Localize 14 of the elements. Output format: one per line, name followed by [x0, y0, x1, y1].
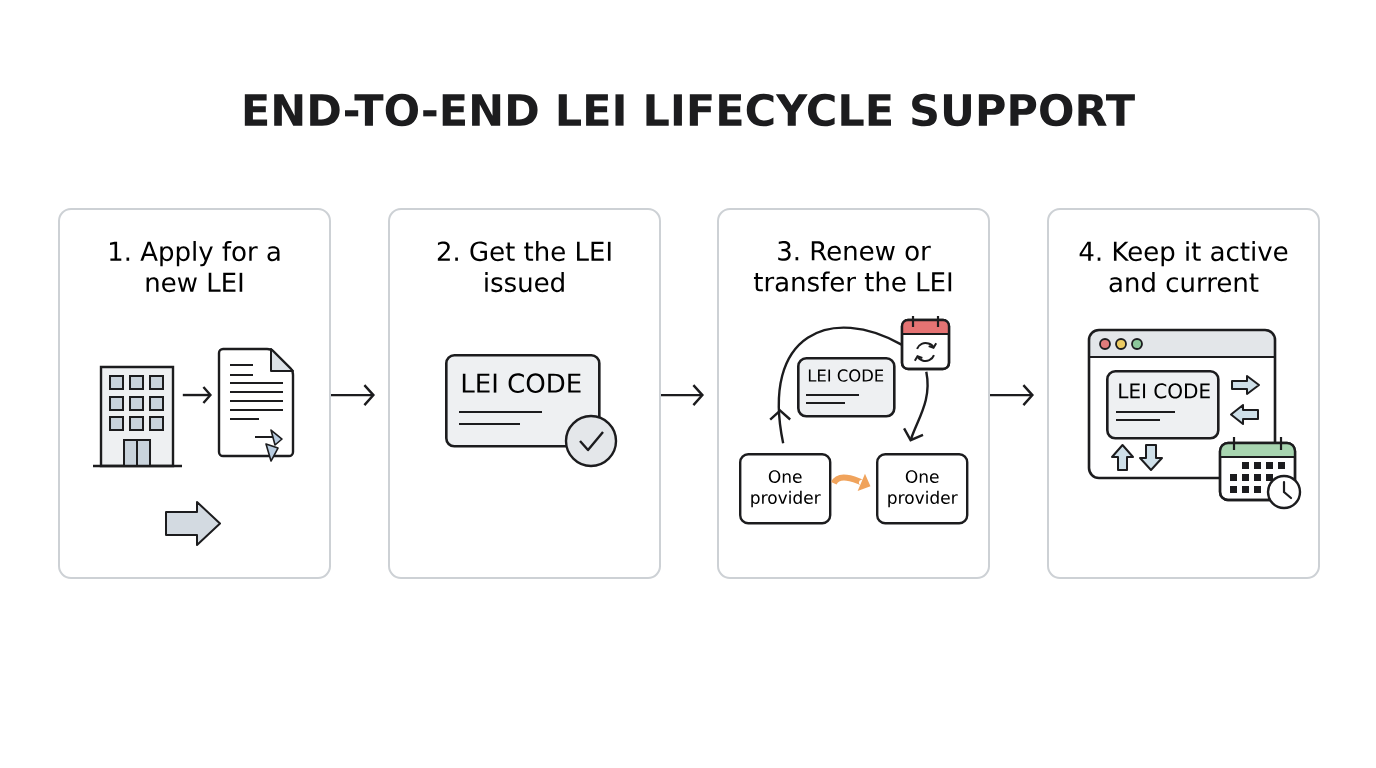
code-card: LEI CODE — [1106, 370, 1220, 440]
arrow — [661, 384, 704, 406]
arrow — [990, 384, 1034, 406]
document-icon — [217, 347, 295, 462]
code-card: LEI CODE — [797, 357, 896, 418]
provider-box: One provider — [739, 453, 832, 525]
curved-arrow — [903, 371, 929, 442]
calendar-icon — [900, 316, 951, 371]
title: END-TO-END LEI LIFECYCLE SUPPORT — [244, 93, 1135, 127]
building-icon — [93, 365, 182, 468]
arrow — [331, 384, 375, 406]
arrow — [182, 386, 212, 404]
code-card: LEI CODE — [445, 354, 601, 448]
provider-box: One provider — [876, 453, 969, 525]
